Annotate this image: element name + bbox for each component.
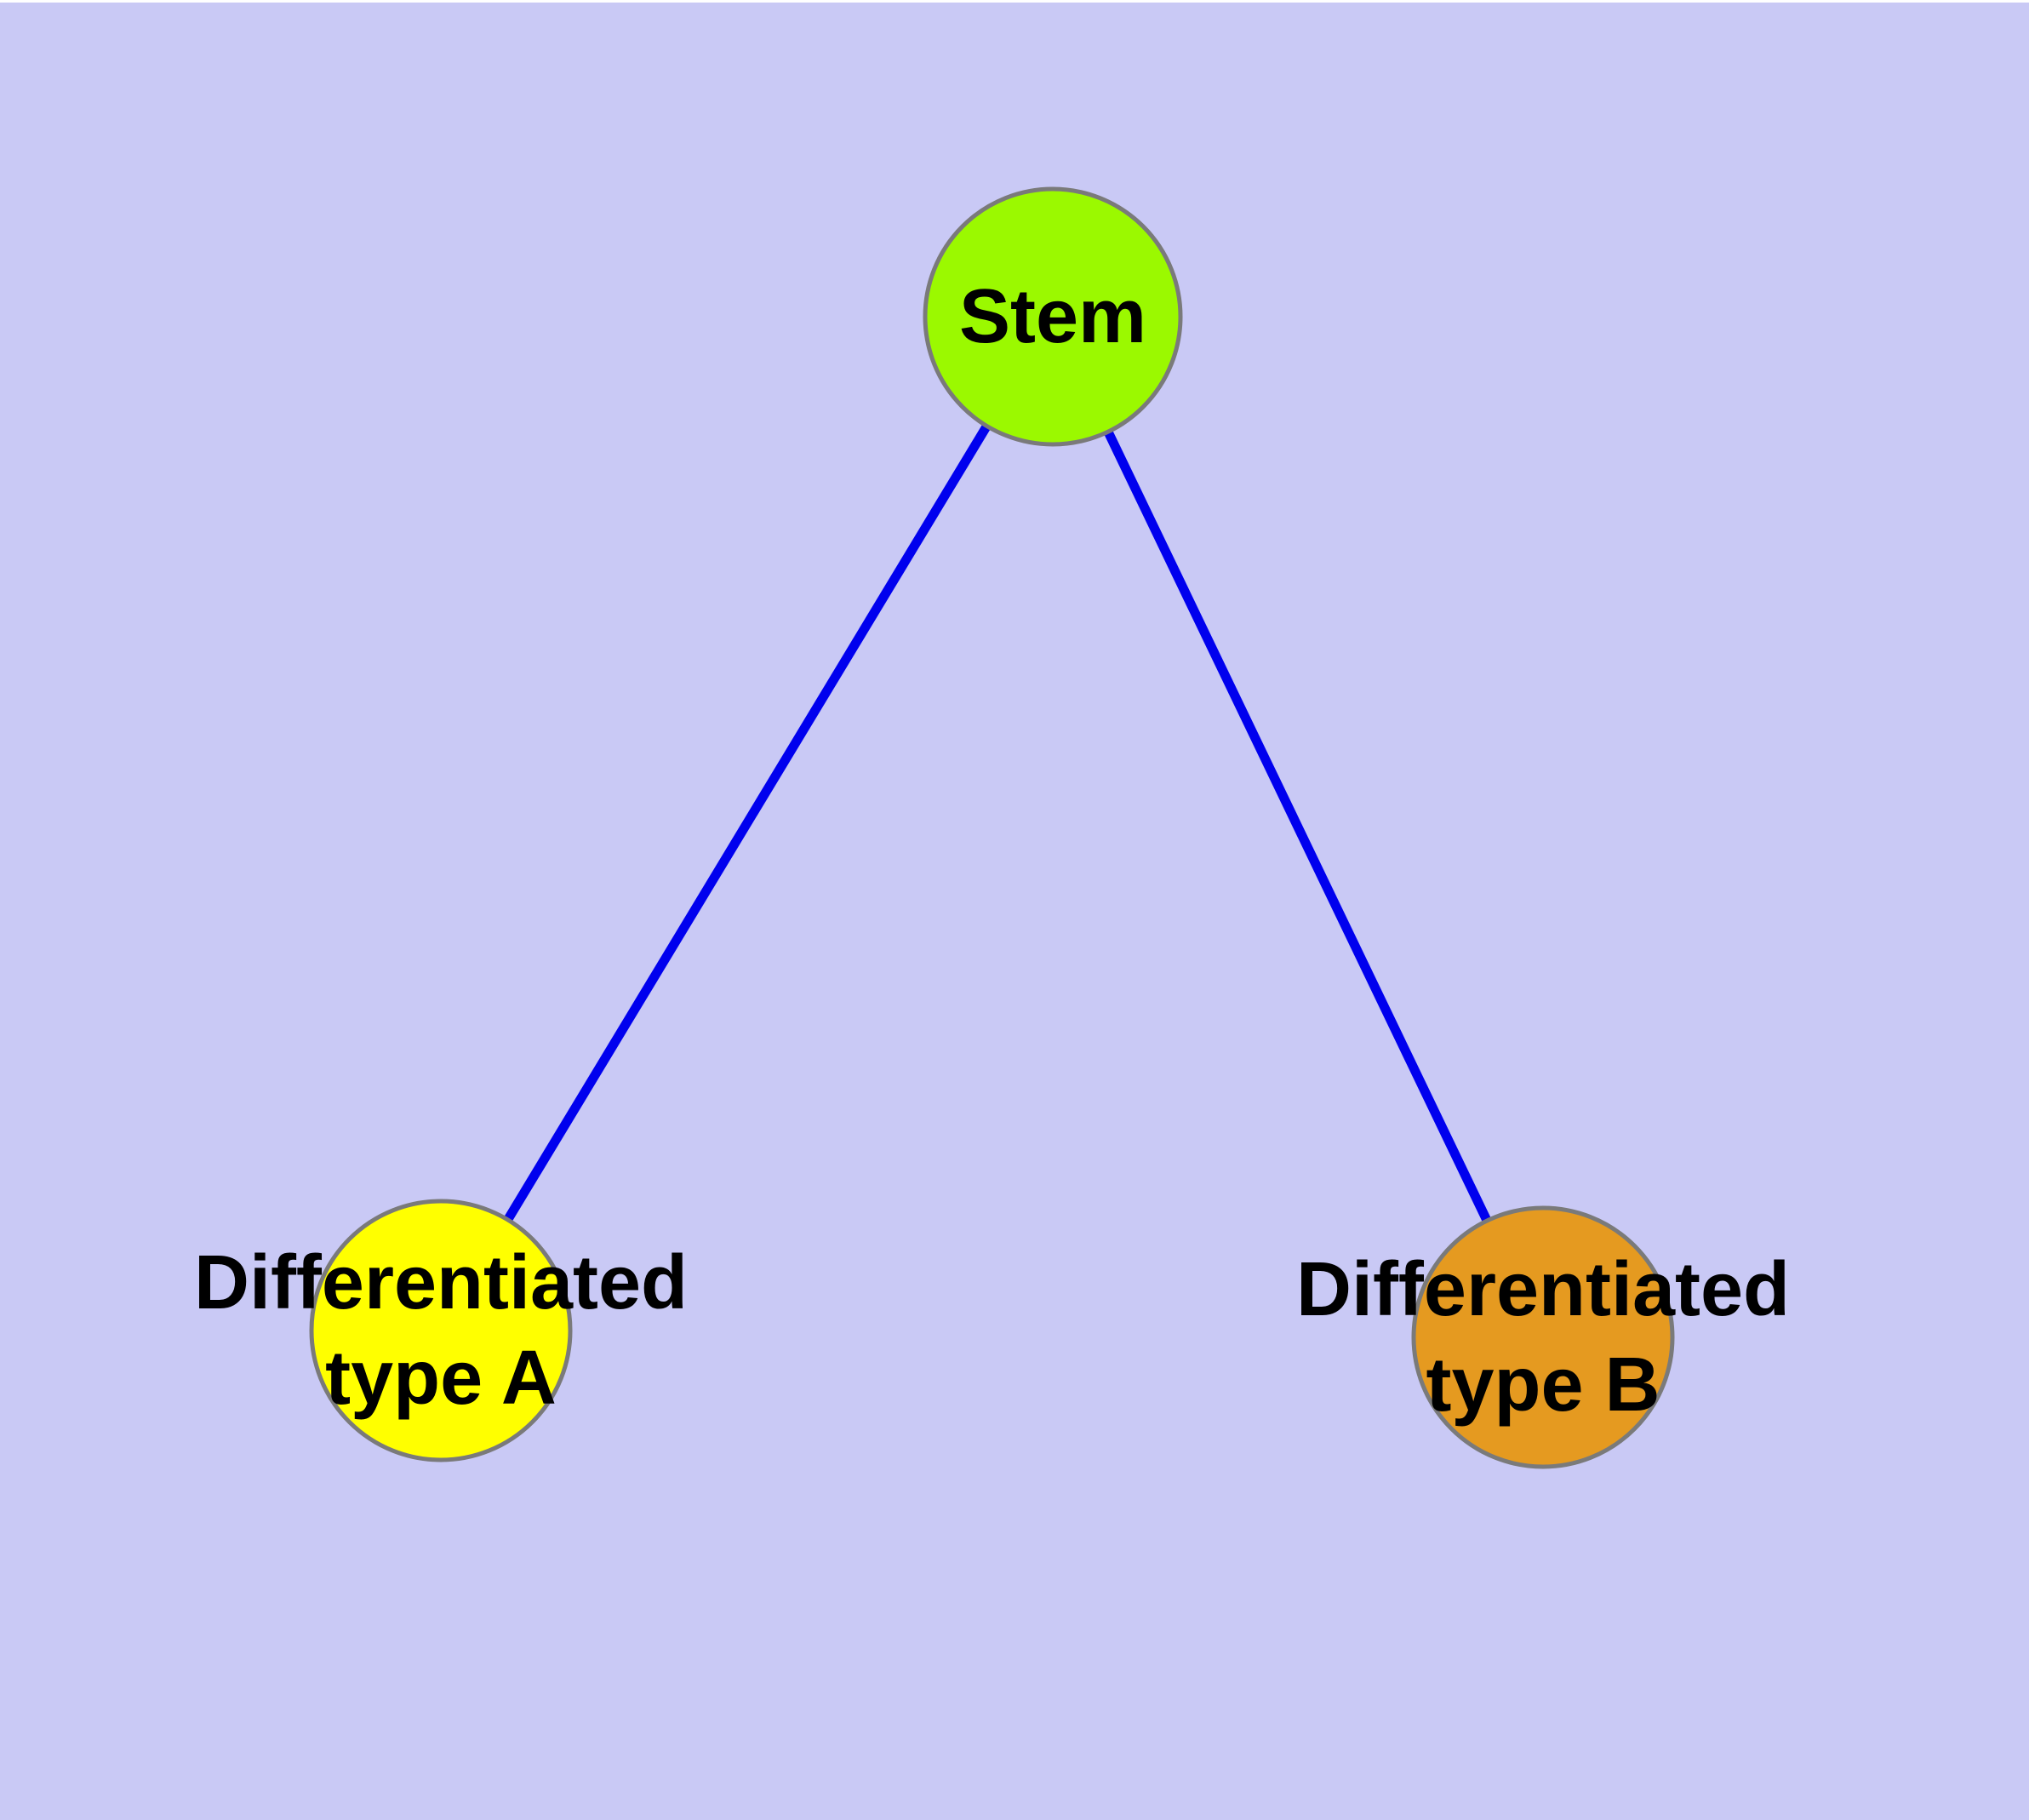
node-stem-label-line: Stem: [959, 274, 1146, 359]
node-differentiated-type-a: Differentiated type A: [194, 1199, 688, 1462]
node-differentiated-type-a-circle: [309, 1199, 573, 1462]
edge-stem-to-differentiated-type-b: [1049, 314, 1547, 1340]
node-differentiated-type-a-label-line: Differentiated: [194, 1240, 688, 1325]
node-differentiated-type-a-label: Differentiated type A: [194, 1240, 688, 1421]
node-stem-label: Stem: [959, 274, 1146, 359]
node-differentiated-type-b-label: Differentiated type B: [1296, 1247, 1790, 1428]
node-differentiated-type-a-label-line: type A: [325, 1336, 557, 1421]
node-stem-circle: [923, 186, 1183, 447]
node-differentiated-type-b-label-line: Differentiated: [1296, 1247, 1790, 1332]
node-stem: Stem: [923, 186, 1183, 447]
node-differentiated-type-b-circle: [1411, 1205, 1675, 1469]
edge-stem-to-differentiated-type-a: [437, 314, 1057, 1333]
node-differentiated-type-b-label-line: type B: [1426, 1342, 1660, 1428]
node-differentiated-type-b: Differentiated type B: [1296, 1205, 1790, 1469]
